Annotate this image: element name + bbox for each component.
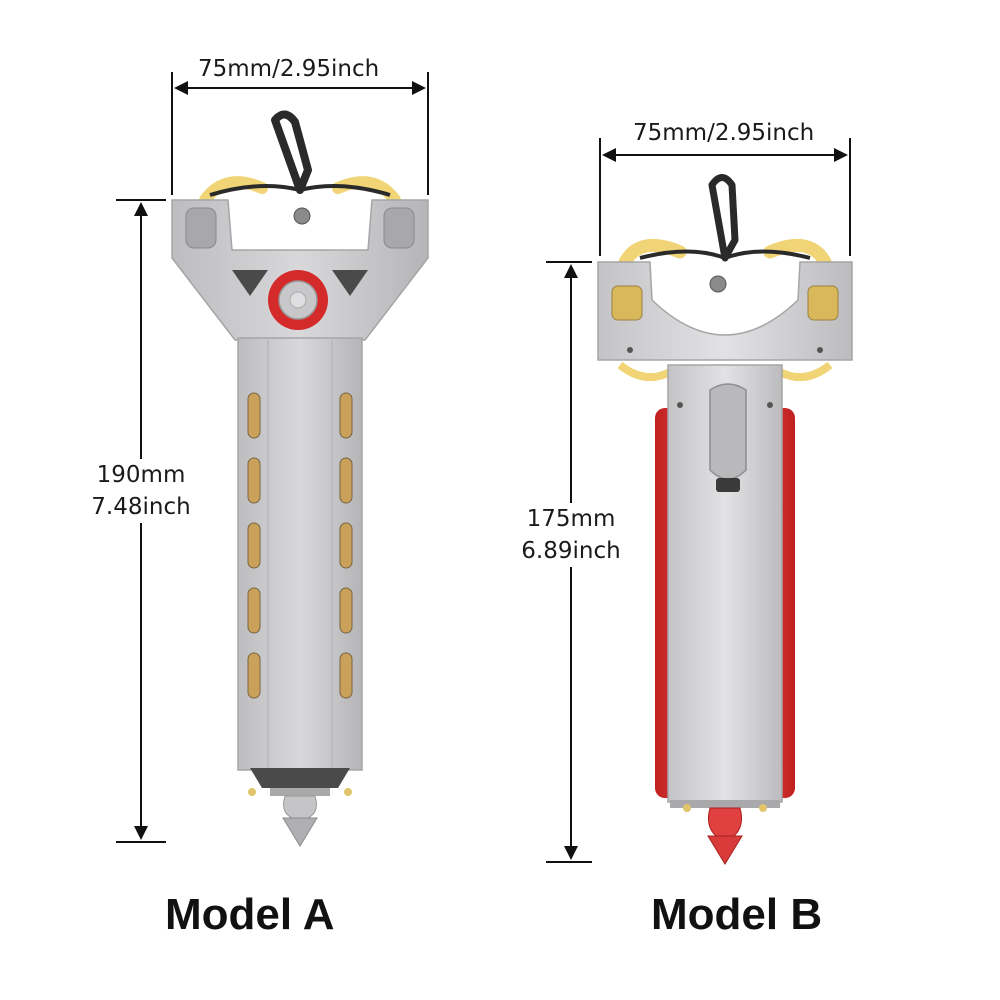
- model-a-height-inch: 7.48inch: [91, 494, 191, 520]
- model-b-height-label: 175mm 6.89inch: [510, 503, 632, 567]
- model-a-product: [171, 110, 429, 847]
- model-b-width-dimension: [599, 138, 851, 256]
- model-a-height-label: 190mm 7.48inch: [80, 459, 202, 523]
- model-b-width-label: 75mm/2.95inch: [633, 120, 815, 146]
- model-b-height-inch: 6.89inch: [521, 538, 621, 564]
- model-a-width-label: 75mm/2.95inch: [198, 56, 380, 82]
- model-a-label: Model A: [165, 890, 335, 939]
- model-b-product: [597, 174, 853, 865]
- model-b-label: Model B: [651, 890, 823, 939]
- model-b-height-mm: 175mm: [526, 506, 616, 532]
- model-a-width-dimension: [171, 72, 429, 195]
- model-a-height-mm: 190mm: [96, 462, 186, 488]
